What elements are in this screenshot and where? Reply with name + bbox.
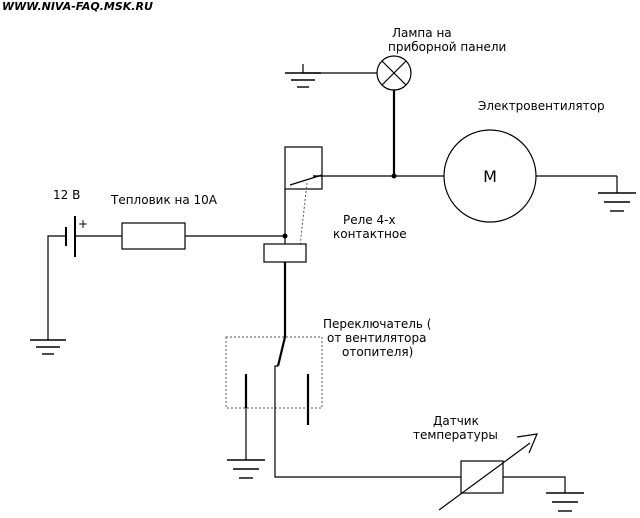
switch-icon [244,336,310,425]
ground-symbol-battery [30,339,66,355]
ground-symbol-sensor [546,492,584,512]
sensor-label-line1: Датчик [433,414,479,428]
ground-symbol-motor [598,176,636,212]
fuse-icon [121,222,186,250]
relay-label-line1: Реле 4-х [343,213,396,227]
relay-coil-icon [263,243,307,263]
switch-to-sensor-wire [274,365,461,478]
temperature-sensor-icon [438,433,538,511]
battery-ground-wire [47,235,66,340]
lamp-icon [376,55,412,91]
ground-symbol-lamp [285,72,321,88]
junction-dot-lamp [391,173,397,179]
sensor-ground-wire [503,476,566,493]
battery-plus-label: + [78,217,88,231]
switch-label-line3: отопителя) [342,345,413,359]
sensor-label-line2: температуры [413,428,498,442]
relay-label-line2: контактное [333,227,407,241]
fuse-label: Тепловик на 10А [110,193,218,207]
lamp-ground-wire [302,64,377,74]
site-watermark: WWW.NIVA-FAQ.MSK.RU [2,0,153,13]
ground-symbol-switch [227,459,265,479]
motor-label: Электровентилятор [478,99,605,113]
battery-voltage-label: 12 В [53,188,80,202]
switch-label-line1: Переключатель ( [323,317,431,331]
relay-contact-icon [284,146,323,190]
switch-label-line2: от вентилятора [327,331,426,345]
relay-mechanical-link [299,182,308,247]
switch-enclosure [225,336,323,409]
motor-symbol: M [483,167,497,186]
lamp-label-line1: Лампа на [392,26,452,40]
battery-icon [65,216,76,257]
lamp-label-line2: приборной панели [388,40,506,54]
